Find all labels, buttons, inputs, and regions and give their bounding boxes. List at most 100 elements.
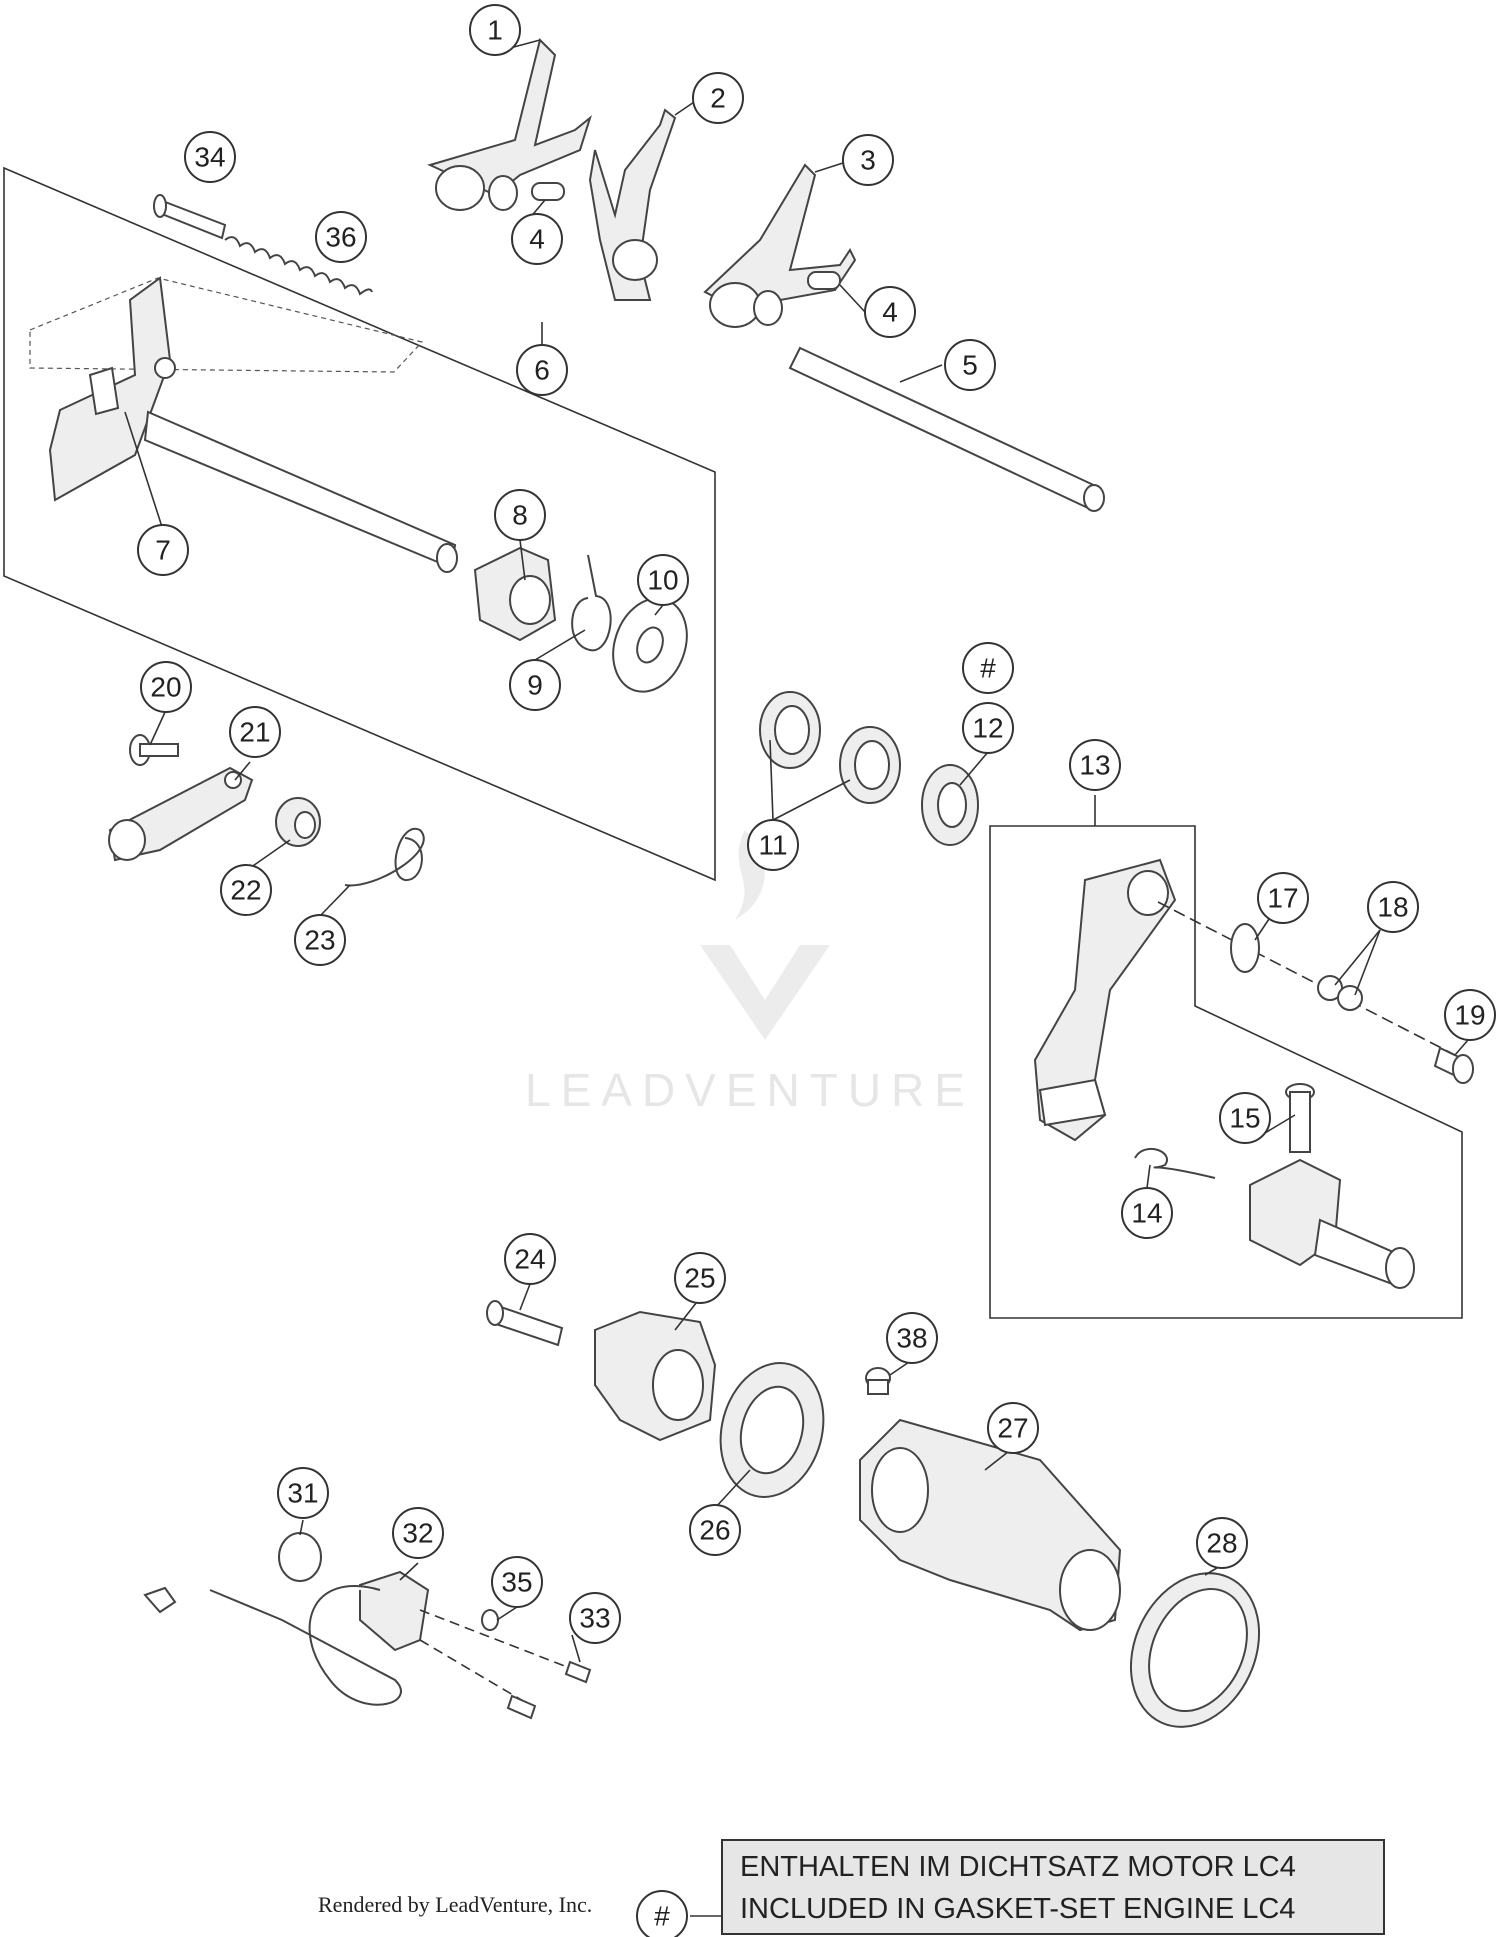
shaft-seal-12 [921, 764, 979, 846]
shift-lever-group-box [989, 825, 1463, 1319]
callout-26: 26 [689, 1504, 741, 1556]
watermark: LEADVENTURE [525, 830, 975, 1116]
bushing-22 [275, 797, 321, 847]
callout-12: 12 [962, 702, 1014, 754]
shift-fork-1 [427, 38, 592, 211]
needle-bearing-11b [839, 726, 901, 804]
bolt-19 [1433, 1046, 1474, 1084]
watermark-brand: LEADVENTURE [525, 1064, 975, 1116]
svg-text:5: 5 [962, 350, 978, 381]
shift-pedal-tip [1249, 1158, 1415, 1289]
note-line-en: INCLUDED IN GASKET-SET ENGINE LC4 [740, 1893, 1295, 1925]
svg-text:4: 4 [529, 224, 545, 255]
callouts: 1 2 3 4 4 5 6 7 8 9 10 # 12 11 13 17 18 … [137, 4, 1496, 1937]
svg-text:24: 24 [514, 1244, 545, 1275]
spring-23 [344, 827, 425, 887]
callout-27: 27 [987, 1402, 1039, 1454]
shift-drum-locating-25 [594, 1310, 717, 1442]
bolt-34 [153, 194, 227, 240]
svg-text:27: 27 [997, 1413, 1028, 1444]
spring-14 [1134, 1147, 1216, 1179]
svg-text:22: 22 [230, 875, 261, 906]
callout-18: 18 [1367, 881, 1419, 933]
svg-text:1: 1 [487, 15, 503, 46]
callout-7: 7 [137, 524, 189, 576]
svg-text:23: 23 [304, 925, 335, 956]
shift-rod [788, 346, 1105, 512]
callout-5: 5 [944, 339, 996, 391]
svg-text:33: 33 [579, 1603, 610, 1634]
svg-text:12: 12 [972, 713, 1003, 744]
svg-text:9: 9 [527, 670, 543, 701]
svg-text:14: 14 [1131, 1198, 1162, 1229]
callout-24: 24 [504, 1233, 556, 1285]
watermark-v-icon [700, 945, 830, 1040]
bearing-26 [719, 1362, 825, 1498]
shift-lever-13 [1033, 858, 1177, 1142]
callout-38: 38 [886, 1312, 938, 1364]
lever-axis-line [1157, 901, 1456, 1056]
svg-text:#: # [654, 1901, 670, 1932]
screw-38 [865, 1367, 891, 1395]
callout-13: 13 [1069, 739, 1121, 791]
svg-text:3: 3 [860, 145, 876, 176]
shift-shaft [48, 276, 458, 573]
svg-text:31: 31 [287, 1478, 318, 1509]
svg-text:10: 10 [647, 565, 678, 596]
callout-28: 28 [1196, 1517, 1248, 1569]
callout-4b: 4 [864, 286, 916, 338]
rendered-by-credit: Rendered by LeadVenture, Inc. [318, 1892, 593, 1917]
callout-4a: 4 [511, 213, 563, 265]
callout-23: 23 [294, 914, 346, 966]
pin-15 [1285, 1083, 1315, 1153]
callout-22: 22 [220, 864, 272, 916]
callout-hash-note: # [636, 1890, 688, 1937]
svg-text:7: 7 [155, 535, 171, 566]
shift-fork-2 [588, 108, 677, 301]
callout-1: 1 [469, 4, 521, 56]
svg-text:36: 36 [325, 222, 356, 253]
spring-dashed-outline [29, 277, 424, 373]
svg-text:15: 15 [1229, 1103, 1260, 1134]
gasket-set-note: ENTHALTEN IM DICHTSATZ MOTOR LC4 INCLUDE… [721, 1839, 1385, 1935]
sensor-axis-lines [419, 1609, 576, 1706]
spring-washers-18 [1317, 975, 1363, 1011]
svg-text:34: 34 [194, 142, 225, 173]
svg-text:17: 17 [1267, 883, 1298, 914]
svg-text:28: 28 [1206, 1528, 1237, 1559]
callout-14: 14 [1121, 1187, 1173, 1239]
sleeve-8 [473, 546, 557, 642]
callout-10: 10 [637, 554, 689, 606]
bearing-28 [1129, 1572, 1261, 1728]
svg-text:8: 8 [512, 500, 528, 531]
svg-text:11: 11 [758, 830, 787, 861]
washer-17 [1230, 923, 1260, 973]
callout-20: 20 [140, 661, 192, 713]
spring-36 [224, 236, 373, 296]
callout-34: 34 [184, 131, 236, 183]
callout-8: 8 [494, 489, 546, 541]
svg-text:38: 38 [896, 1323, 927, 1354]
callout-3: 3 [842, 134, 894, 186]
svg-text:25: 25 [684, 1263, 715, 1294]
washer-10 [612, 597, 688, 693]
svg-text:2: 2 [710, 83, 726, 114]
fork-pins [531, 182, 841, 290]
callout-17: 17 [1257, 872, 1309, 924]
washer-35 [481, 1609, 499, 1631]
callout-19: 19 [1444, 989, 1496, 1041]
svg-text:19: 19 [1454, 1000, 1485, 1031]
gear-position-sensor-32 [143, 1570, 430, 1706]
callout-36: 36 [315, 211, 367, 263]
svg-text:13: 13 [1079, 750, 1110, 781]
svg-text:#: # [980, 653, 996, 684]
svg-text:4: 4 [882, 297, 898, 328]
svg-text:6: 6 [534, 355, 550, 386]
note-line-de: ENTHALTEN IM DICHTSATZ MOTOR LC4 [740, 1851, 1296, 1883]
callout-21: 21 [229, 706, 281, 758]
needle-bearing-11a [759, 691, 821, 769]
o-ring-31 [278, 1532, 322, 1582]
shift-fork-3 [703, 163, 857, 328]
callout-15: 15 [1219, 1092, 1271, 1144]
